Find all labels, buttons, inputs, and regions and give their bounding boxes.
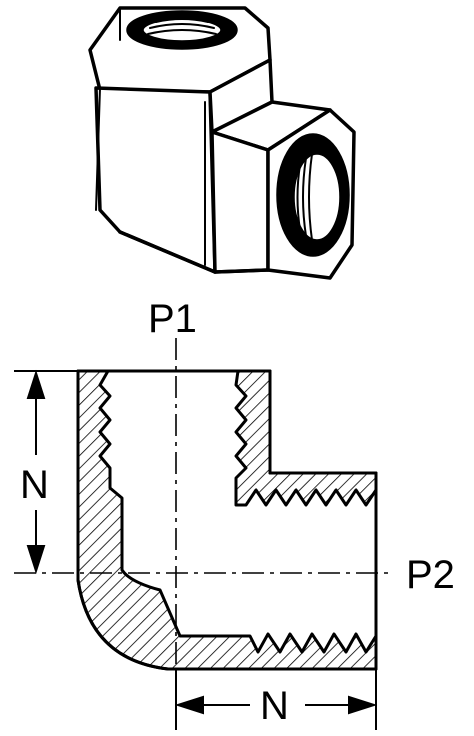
dimension-label-n-vertical: N: [20, 463, 49, 507]
dimension-label-n-horizontal: N: [260, 684, 289, 728]
port-label-p1: P1: [148, 297, 197, 341]
elbow-section-view: [76, 369, 378, 671]
port-label-p2: P2: [406, 553, 455, 597]
dimension-n-vertical: [14, 369, 78, 575]
centerlines: [14, 338, 392, 705]
dimension-n-horizontal: [174, 669, 378, 730]
elbow-fitting-3d-view: [88, 6, 356, 280]
